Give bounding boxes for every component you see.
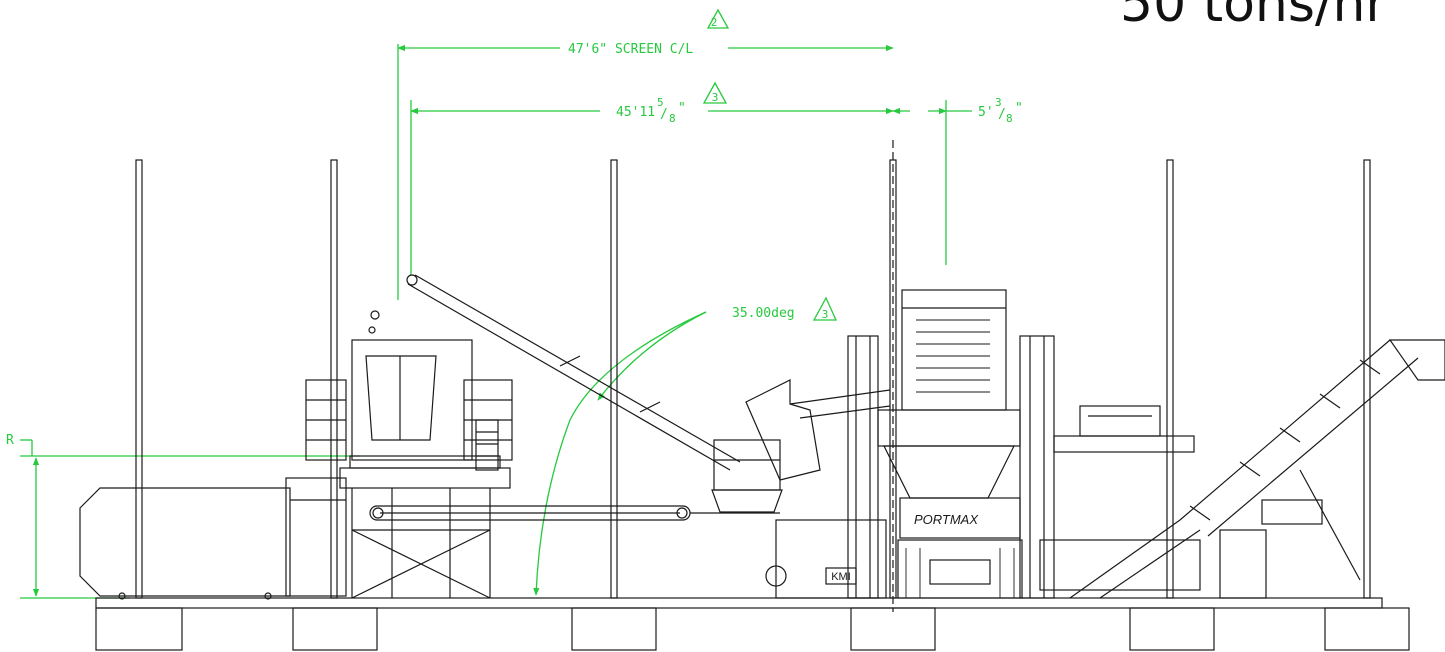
svg-text:": " (678, 101, 686, 116)
svg-text:5: 5 (657, 96, 664, 109)
svg-text:8: 8 (669, 112, 676, 125)
conveyor-span-dimension: 45'11 5 / 8 " (616, 96, 686, 125)
dimension-annotations (20, 8, 972, 599)
feed-bin (79, 477, 347, 600)
offset-dimension: 5' 3 / 8 " (978, 96, 1023, 125)
base-foundation (95, 597, 1410, 651)
kmi-plate: KMI (831, 571, 851, 583)
screen-centerline-dimension: 47'6" SCREEN C/L (568, 42, 693, 57)
svg-text:3: 3 (995, 96, 1002, 109)
screen-tower: PORTMAX (847, 289, 1201, 599)
angle-dimension: 35.00deg (732, 306, 795, 321)
stacking-conveyor (1069, 339, 1445, 599)
svg-text:": " (1015, 101, 1023, 116)
svg-text:45'11: 45'11 (616, 105, 655, 120)
revision-tag: 3 (712, 91, 719, 104)
svg-text:8: 8 (1006, 112, 1013, 125)
svg-text:5': 5' (978, 105, 994, 120)
revision-tag: 2 (711, 16, 718, 29)
capacity-heading: 50 tons/hr (1120, 0, 1387, 34)
inclined-conveyor (406, 274, 741, 471)
svg-text:/: / (660, 107, 668, 122)
svg-text:/: / (998, 107, 1006, 122)
revision-tag: 3 (822, 308, 829, 321)
crusher-unit: KMI (711, 379, 891, 599)
support-columns (135, 140, 1371, 612)
height-reference-label: R (6, 433, 14, 448)
horizontal-conveyor (369, 505, 780, 521)
bridge-conveyor (1053, 405, 1195, 453)
portmax-logo: PORTMAX (914, 512, 979, 527)
